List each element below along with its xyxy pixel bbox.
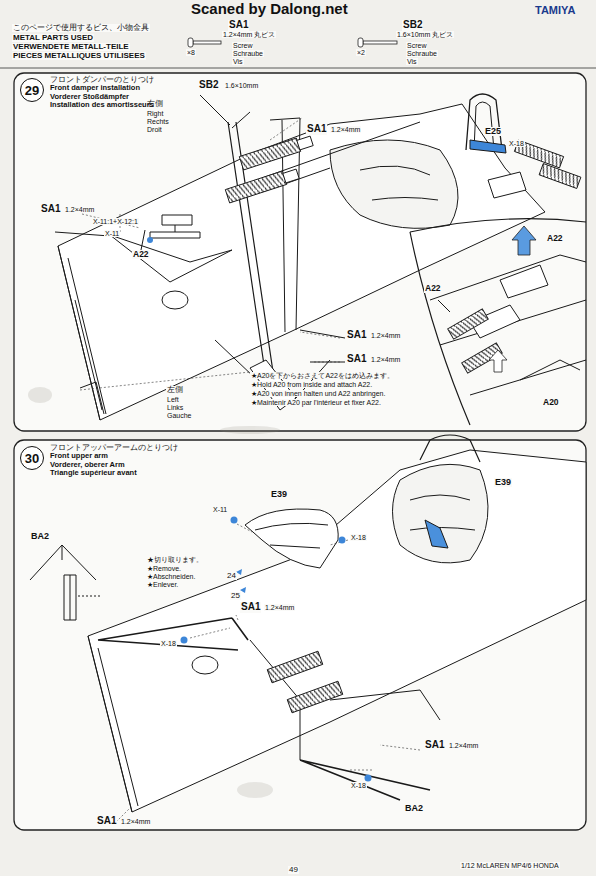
part-spec: 1.2×4mm [330, 126, 361, 133]
footer-text: 1/12 McLAREN MP4/6 HONDA [460, 862, 560, 869]
step-heading: Vorderer Stoßdämpfer [50, 93, 154, 101]
section-heading: VERWENDETE METALL-TEILE [12, 43, 130, 51]
part-spec: 1.6×10mm [224, 82, 259, 89]
step-heading: フロントダンパーのとりつけ [50, 76, 154, 84]
part-name: Screw [232, 42, 253, 49]
step-number: 29 [20, 78, 44, 102]
part-spec: 1.2×4mm [370, 332, 401, 339]
part-code: X-11 [104, 230, 120, 237]
part-code: A22 [132, 250, 150, 259]
side-label: Droit [146, 126, 163, 133]
note: ★Maintenir A20 par l'intérieur et fixer … [250, 399, 382, 406]
part-spec: 1.2×4mm [370, 356, 401, 363]
part-name: Screw [406, 42, 427, 49]
note: ★切り取ります。 [146, 556, 204, 563]
part-code: A22 [424, 284, 442, 293]
quantity: ×8 [186, 49, 196, 56]
step-heading: フロントダンパーのとりつけFront damper installationVo… [50, 76, 154, 110]
note: ★Enlever. [146, 581, 179, 588]
callout-number: 25 [230, 592, 241, 600]
step-heading: Front upper arm [50, 452, 178, 460]
note: ★Hold A20 from inside and attach A22. [250, 381, 373, 388]
part-name: Vis [406, 58, 418, 65]
quantity: ×2 [356, 49, 366, 56]
step-number: 29フロントダンパーのとりつけFront damper installation… [20, 78, 44, 102]
part-code: SA1 [306, 124, 327, 135]
side-label: Left [166, 396, 180, 403]
part-code: X-18 [160, 640, 177, 647]
side-label: Gauche [166, 412, 193, 419]
section-heading: このページで使用するビス、小物金具 [12, 24, 150, 32]
part-code: SA1 [346, 330, 367, 341]
part-code: E39 [270, 490, 288, 499]
side-label: Rechts [146, 118, 170, 125]
watermark: Scaned by Dalong.net [190, 1, 349, 17]
note: ★Remove. [146, 565, 182, 572]
page-number: 49 [288, 866, 299, 874]
part-code: SB2 [198, 80, 219, 91]
part-code: A22 [546, 234, 564, 243]
part-spec: 1.6×10mm 丸ビス [396, 31, 454, 38]
part-name: Vis [232, 58, 244, 65]
part-code: X-18 [350, 534, 367, 541]
part-code: SA1 [96, 816, 117, 827]
part-spec: 1.2×4mm 丸ビス [222, 31, 276, 38]
part-code: X-18 [350, 782, 367, 789]
part-code: BA2 [30, 532, 50, 541]
side-label: Right [146, 110, 164, 117]
part-code: X-11 [212, 506, 228, 513]
callout-number: 24 [226, 572, 237, 580]
step-heading: Triangle supérieur avant [50, 469, 178, 477]
step-heading: Installation des amortisseurs [50, 101, 154, 109]
part-code: BA2 [404, 804, 424, 813]
side-label: Links [166, 404, 184, 411]
part-name: Schraube [232, 50, 264, 57]
brand-logo: TAMIYA [534, 5, 576, 17]
step-number: 30フロントアッパーアームのとりつけFront upper armVordere… [20, 446, 44, 470]
step-heading: Vorderer, oberer Arm [50, 461, 178, 469]
section-heading: PIECES METALLIQUES UTILISEES [12, 52, 146, 60]
note: ★A20を下からおさえてA22をはめ込みます。 [250, 372, 395, 379]
part-code: E39 [494, 478, 512, 487]
part-code: SA1 [228, 20, 249, 31]
part-code: SA1 [240, 602, 261, 613]
part-spec: 1.2×4mm [120, 818, 151, 825]
part-code: SA1 [346, 354, 367, 365]
note: ★A20 von innen halten und A22 anbringen. [250, 390, 386, 397]
part-code: SA1 [424, 740, 445, 751]
part-code: SB2 [402, 20, 423, 31]
step-heading: フロントアッパーアームのとりつけFront upper armVorderer,… [50, 444, 178, 478]
part-spec: 1.2×4mm [448, 742, 479, 749]
note: ★Abschneiden. [146, 573, 196, 580]
step-heading: Front damper installation [50, 84, 154, 92]
part-spec: 1.2×4mm [64, 206, 95, 213]
part-name: Schraube [406, 50, 438, 57]
part-code: A20 [542, 398, 560, 407]
part-code: SA1 [40, 204, 61, 215]
part-spec: 1.2×4mm [264, 604, 295, 611]
part-code: E25 [484, 127, 502, 136]
part-code: X-18 [508, 140, 525, 147]
part-code: X-11:1+X-12:1 [92, 218, 139, 225]
step-heading: フロントアッパーアームのとりつけ [50, 444, 178, 452]
side-label: 左側 [166, 386, 184, 394]
step-number: 30 [20, 446, 44, 470]
section-heading: METAL PARTS USED [12, 34, 94, 42]
